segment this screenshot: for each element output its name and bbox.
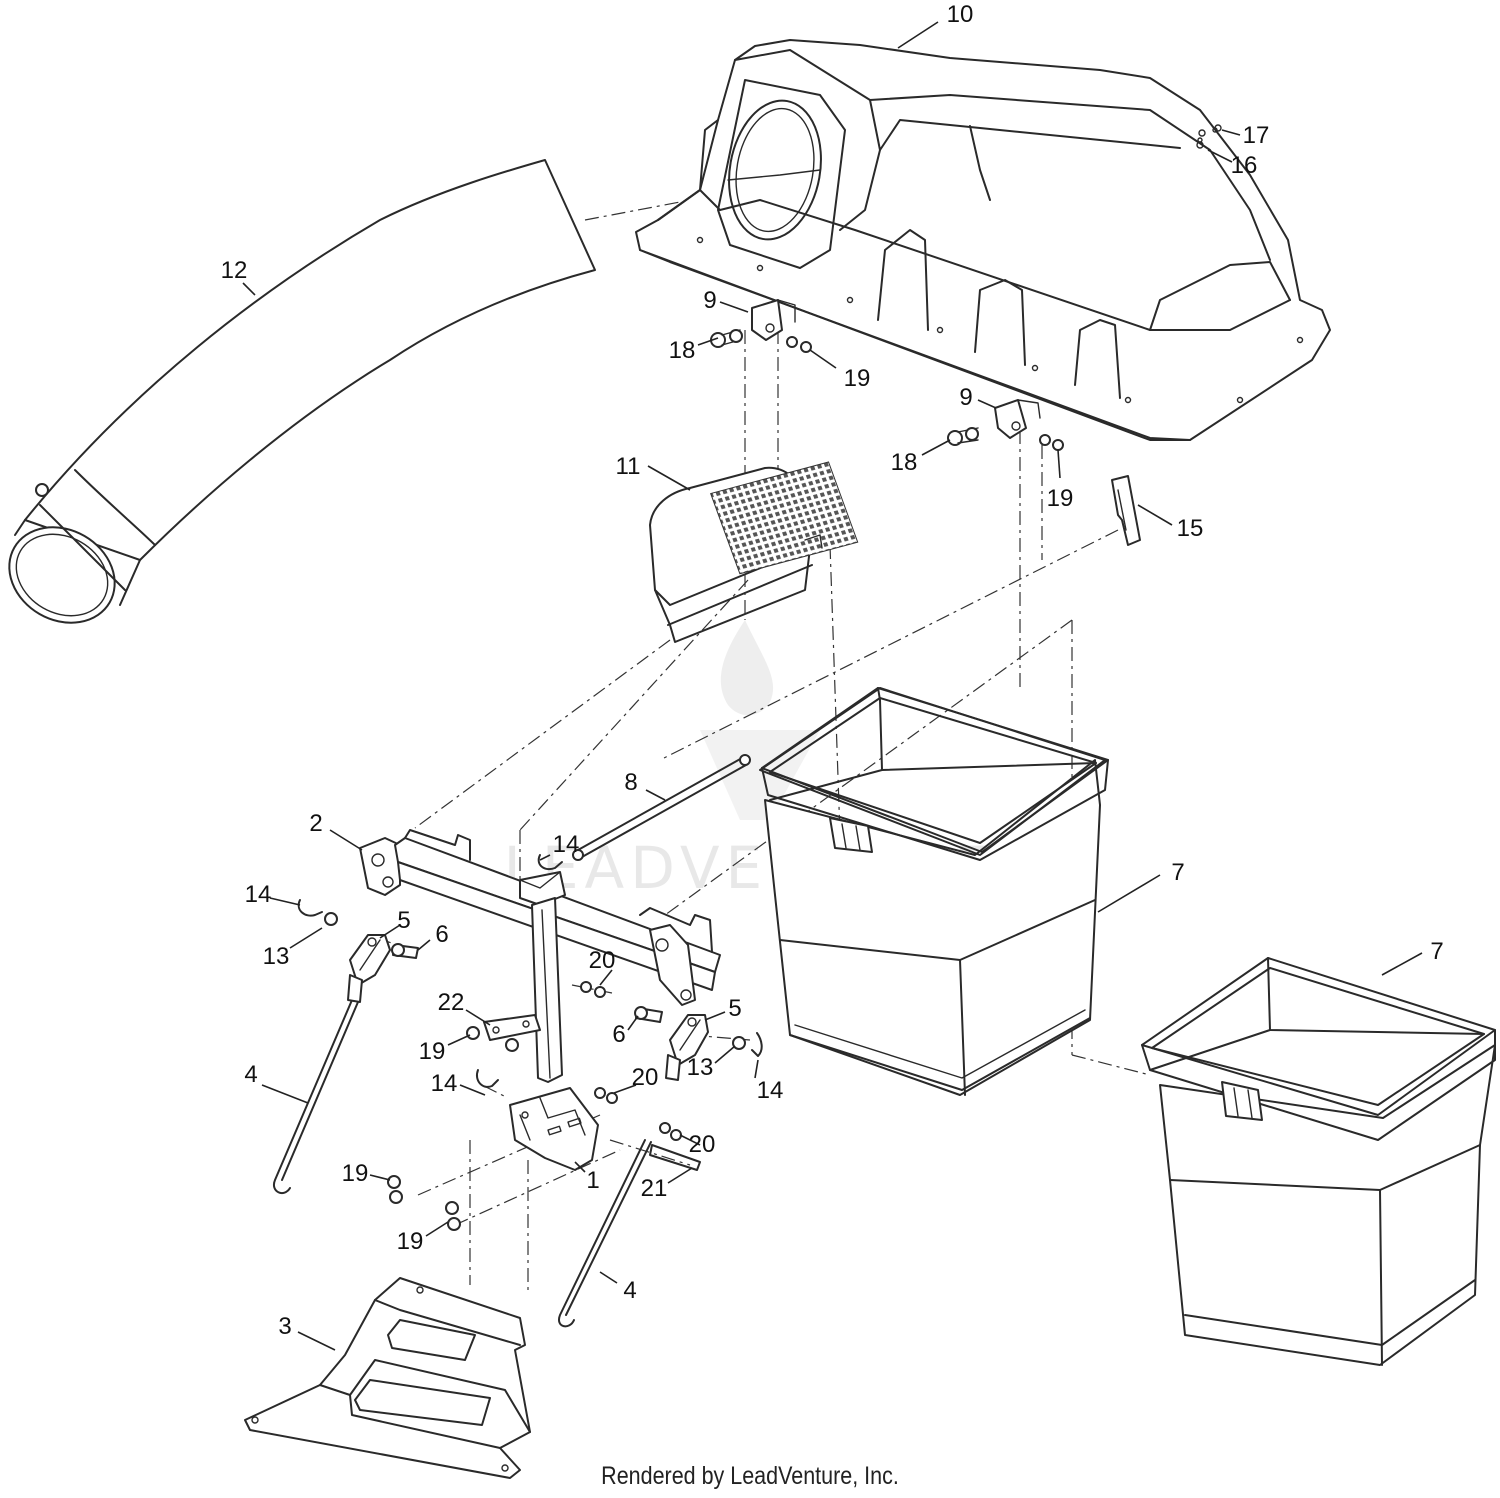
- callout-2: 2: [309, 810, 322, 837]
- callout-19-a: 19: [844, 365, 871, 392]
- callout-18-left: 18: [669, 337, 696, 364]
- part-14-pin-b: [537, 854, 563, 871]
- part-15-latch: [1111, 475, 1141, 546]
- callout-9-right: 9: [959, 384, 972, 411]
- callout-7-center: 7: [1171, 859, 1184, 886]
- part-21-bolt: [649, 1144, 701, 1171]
- callout-6-left: 6: [435, 921, 448, 948]
- part-22-plate: [483, 1014, 541, 1041]
- part-9-bracket-left: [751, 299, 796, 341]
- callout-15: 15: [1177, 515, 1204, 542]
- part-14-pin-d: [476, 1069, 499, 1088]
- callout-19-d: 19: [342, 1160, 369, 1187]
- part-14-pin-a: [297, 899, 323, 917]
- callout-14-c: 14: [757, 1077, 784, 1104]
- callout-20-b: 20: [632, 1064, 659, 1091]
- callout-13-left: 13: [263, 943, 290, 970]
- part-7-bag-center: [759, 687, 1109, 1096]
- part-7-bag-right: [1141, 957, 1496, 1366]
- part-13-washer-right: [732, 1036, 746, 1050]
- part-3-deflector: [244, 1277, 531, 1479]
- part-5-clevis-right: [665, 1014, 709, 1081]
- callout-11: 11: [616, 453, 641, 480]
- callout-3: 3: [278, 1313, 291, 1340]
- part-9-bracket-right: [994, 399, 1041, 439]
- part-6-pin-right: [634, 1006, 663, 1023]
- callout-14-d: 14: [431, 1070, 458, 1097]
- callout-12: 12: [221, 257, 248, 284]
- part-5-clevis-left: [347, 934, 391, 1003]
- callout-5-right: 5: [728, 995, 741, 1022]
- part-19-nuts-upper-right: [1039, 434, 1064, 451]
- callout-14-b: 14: [553, 831, 580, 858]
- part-16-17-fasteners: [1196, 124, 1222, 149]
- part-12-discharge-tube: [8, 159, 596, 624]
- callout-20-c: 20: [689, 1131, 716, 1158]
- callout-13-right: 13: [687, 1054, 714, 1081]
- part-18-pin-right: [947, 427, 979, 446]
- callout-17: 17: [1243, 122, 1270, 149]
- callout-19-b: 19: [1047, 485, 1074, 512]
- callout-16: 16: [1231, 152, 1258, 179]
- callout-9-left: 9: [703, 287, 716, 314]
- callout-1: 1: [586, 1167, 599, 1194]
- render-credit: Rendered by LeadVenture, Inc.: [601, 1462, 899, 1490]
- part-11-screen: [649, 461, 859, 643]
- callout-5-left: 5: [397, 907, 410, 934]
- part-6-pin-left: [391, 943, 419, 959]
- callout-21: 21: [641, 1175, 668, 1202]
- callout-22: 22: [438, 989, 465, 1016]
- part-14-pin-c: [751, 1032, 763, 1057]
- part-8-rod: [572, 754, 751, 861]
- callout-8: 8: [624, 769, 637, 796]
- callout-14-a: 14: [245, 881, 272, 908]
- callout-19-e: 19: [397, 1228, 424, 1255]
- part-20-bolts: [580, 981, 682, 1141]
- part-10-hopper-lid: [635, 39, 1331, 441]
- callout-20-a: 20: [589, 947, 616, 974]
- callout-10: 10: [947, 1, 974, 28]
- callout-6-right: 6: [612, 1021, 625, 1048]
- part-13-washer-left: [324, 912, 338, 926]
- leader-lines: [242, 21, 1423, 1351]
- part-1-hitch-bracket: [509, 1087, 599, 1171]
- callout-4-left: 4: [244, 1061, 257, 1088]
- callout-labels: 10 17 16 12 9 18 19 9 18 19 11 15 8 2 14…: [221, 1, 1444, 1340]
- part-19-nuts-upper-left: [786, 336, 812, 353]
- callout-18-right: 18: [891, 449, 918, 476]
- part-2-frame: [359, 829, 721, 1083]
- part-4-rod-left: [272, 999, 359, 1195]
- part-19-nuts-lower: [387, 1026, 519, 1231]
- callout-19-c: 19: [419, 1038, 446, 1065]
- part-4-rod-right: [558, 1139, 652, 1328]
- callout-4-right: 4: [623, 1277, 636, 1304]
- callout-7-right: 7: [1430, 938, 1443, 965]
